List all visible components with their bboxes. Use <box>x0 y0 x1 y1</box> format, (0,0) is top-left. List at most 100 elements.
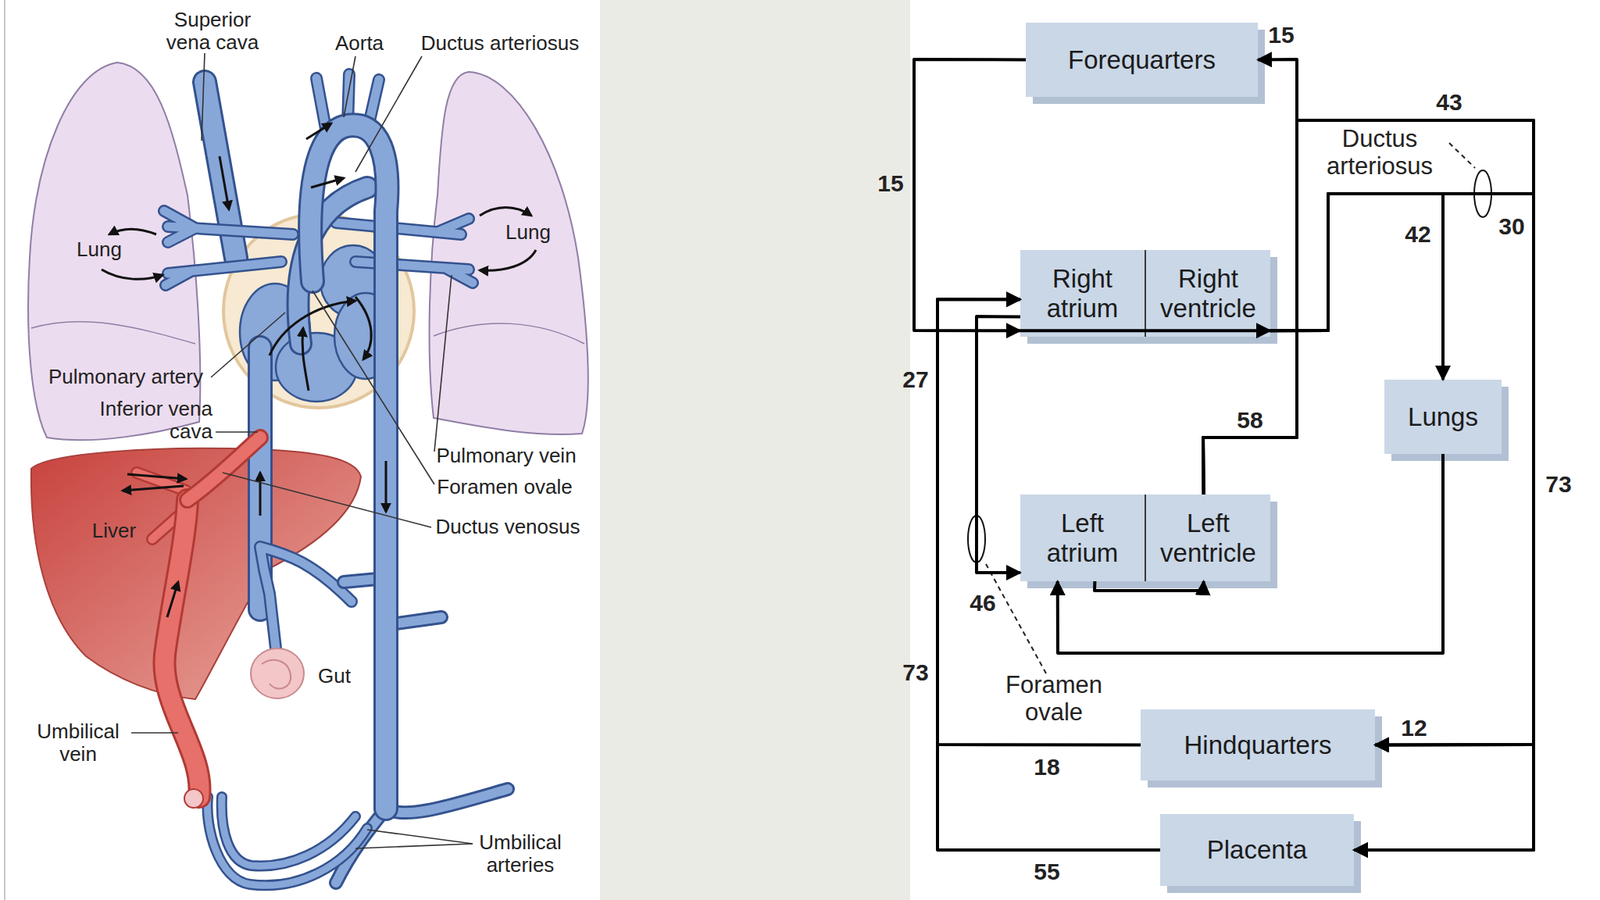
part-label: Lung <box>489 221 568 244</box>
flow-box: Left atrium <box>1020 494 1145 582</box>
foramen-ring <box>967 515 986 563</box>
vessel-outline <box>136 472 188 540</box>
liver-shape <box>31 448 361 700</box>
vessel-outline <box>247 347 273 610</box>
flow-number: 18 <box>1023 753 1071 781</box>
leader-line <box>355 56 422 172</box>
flow-line <box>1203 120 1534 850</box>
heart-chamber <box>239 283 311 381</box>
leader-line <box>343 56 356 118</box>
flow-line <box>1020 328 1271 333</box>
gut-shape <box>250 648 304 699</box>
leader-line <box>312 290 435 485</box>
box-text: Left atrium <box>1023 508 1142 568</box>
flow-box: Hindquarters <box>1140 709 1375 781</box>
part-label: Pulmonary artery <box>24 365 228 389</box>
leader-line <box>367 829 473 844</box>
vessel-outline <box>355 261 473 283</box>
aortic-branch <box>367 79 379 132</box>
flow-arrow <box>385 460 388 512</box>
flow-line <box>1203 59 1297 495</box>
panel-gap <box>600 0 911 900</box>
vessel-outline <box>187 437 261 500</box>
aortic-branch <box>347 74 350 125</box>
flow-line <box>937 299 1161 850</box>
box-text: Placenta <box>1207 835 1308 865</box>
vessel-outline <box>298 187 368 344</box>
flow-line <box>1270 193 1534 746</box>
pericardium <box>223 214 415 408</box>
part-label: Lung <box>60 238 139 261</box>
vessel-outline <box>335 218 469 235</box>
part-label: Ductus arteriosus <box>1305 125 1454 180</box>
flow-arrow <box>479 250 536 271</box>
flow-box: Placenta <box>1160 814 1354 886</box>
part-label: Ductus venosus <box>414 515 602 539</box>
portal-vein <box>260 546 352 649</box>
flow-box: Forequarters <box>1025 22 1258 97</box>
pulmonary-artery-branch <box>164 210 293 243</box>
part-label: Umbilical vein <box>27 720 129 766</box>
cord-section <box>184 789 204 808</box>
leader-line <box>210 312 286 378</box>
pulmonary-artery-branch <box>335 218 469 235</box>
superior-vena-cava <box>204 82 236 258</box>
umbilical-vein-vessel <box>164 500 200 797</box>
part-label: Liver <box>75 519 154 543</box>
hepatic-branch <box>136 472 188 540</box>
part-label: Foramen ovale <box>991 671 1117 726</box>
vessel-outline <box>165 261 282 286</box>
dashed-leader <box>1449 142 1475 168</box>
part-label: Pulmonary vein <box>412 444 600 468</box>
flow-arrow <box>122 485 184 491</box>
lung-fissure <box>433 323 585 344</box>
ductus-venosus-vessel <box>187 437 261 500</box>
vessel-outline <box>260 546 352 649</box>
leader-line <box>201 53 205 141</box>
leader-line <box>215 431 258 433</box>
pulmonary-vein-branch <box>165 261 282 286</box>
flow-line <box>914 59 1026 331</box>
flow-box: Lungs <box>1384 379 1502 454</box>
flow-arrow <box>302 328 309 391</box>
leader-line <box>355 843 473 849</box>
pulmonary-vein-branch <box>355 261 473 283</box>
part-label: Ductus arteriosus <box>394 32 606 55</box>
flow-line <box>1094 581 1204 591</box>
flow-arrow <box>219 156 229 210</box>
flow-arrow <box>269 300 356 356</box>
leader-line <box>222 472 432 528</box>
leader-line <box>131 732 179 734</box>
box-text: Lungs <box>1407 402 1479 433</box>
flow-number: 42 <box>1394 221 1442 248</box>
flow-arrow <box>109 228 157 235</box>
flow-line <box>976 316 1021 573</box>
heart-chamber <box>334 292 397 379</box>
inferior-vena-cava <box>250 347 271 610</box>
flow-arrow <box>259 472 262 516</box>
flow-number: 73 <box>896 659 936 686</box>
aortic-branch <box>316 78 327 133</box>
heart-chamber <box>320 245 386 318</box>
flow-arrow <box>127 474 186 479</box>
gut-coil <box>261 660 291 690</box>
flow-arrow <box>306 123 332 140</box>
vessel-outline <box>204 82 236 258</box>
lung-shape <box>429 71 589 435</box>
flow-line <box>1203 120 1534 746</box>
box-text: Left ventricle <box>1149 508 1268 568</box>
part-label: Inferior vena cava <box>79 397 213 443</box>
vessel-outline <box>310 125 387 809</box>
flow-box: Right atrium <box>1020 250 1145 337</box>
flow-arrow <box>479 207 532 217</box>
ductus-ring <box>1474 170 1492 218</box>
panel-edge <box>3 0 6 900</box>
flow-box: Right ventricle <box>1144 250 1271 337</box>
pulmonary-trunk <box>298 187 368 344</box>
flow-box: Left ventricle <box>1144 494 1271 582</box>
vessel-outline <box>316 78 327 133</box>
box-text: Hindquarters <box>1184 730 1333 761</box>
flow-number: 46 <box>959 589 1007 617</box>
part-label: Gut <box>303 664 366 688</box>
box-text: Right atrium <box>1023 264 1142 324</box>
